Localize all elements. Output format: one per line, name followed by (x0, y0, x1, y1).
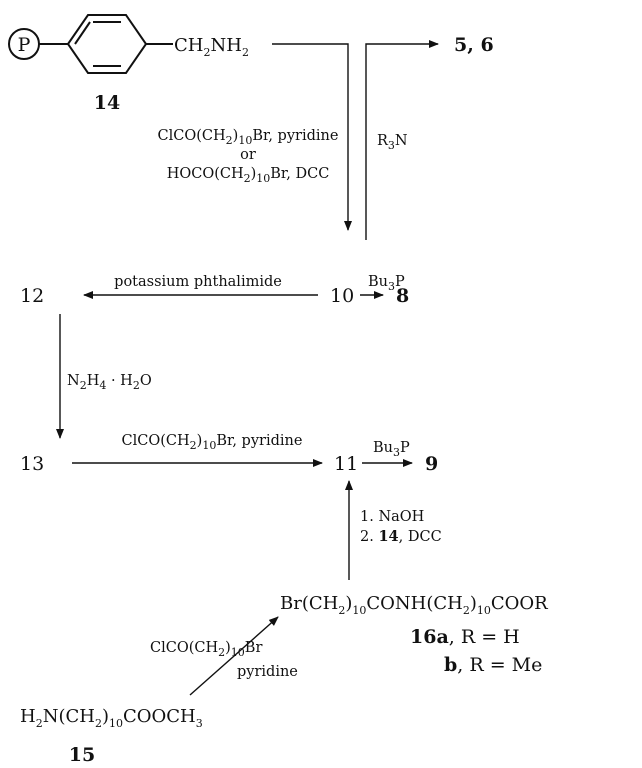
compound-16-formula: Br(CH2)10CONH(CH2)10COOR (280, 593, 548, 617)
compound-15-formula: H2N(CH2)10COOCH3 (20, 706, 203, 730)
arrow-14-to-10 (272, 43, 352, 231)
reagent-bu3p-top: Bu3P (368, 274, 405, 293)
compound-14-label: 14 (94, 92, 120, 114)
compound-9-label: 9 (425, 453, 438, 475)
compound-8-label: 8 (396, 285, 409, 307)
benzene-ring (66, 14, 173, 74)
reagent-acyl-chloride-2: ClCO(CH2)10Br, pyridine (122, 433, 303, 452)
reagent-step-2: 2. 14, DCC (360, 528, 442, 545)
reagent-bu3p-bottom: Bu3P (373, 440, 410, 459)
reagent-acyl-chloride: ClCO(CH2)10Br, pyridine (158, 128, 339, 147)
arrow-15-to-16 (189, 616, 279, 696)
reagent-step-1: 1. NaOH (360, 509, 424, 525)
compound-15-label: 15 (69, 744, 95, 766)
benzene-double-bond-3 (74, 21, 91, 45)
reagent-hydrazine: N2H4 · H2O (67, 373, 152, 392)
compound-10-label: 10 (330, 285, 354, 307)
compound-16a-label: 16a, R = H (410, 626, 520, 648)
compound-11-label: 11 (334, 453, 358, 475)
compound-16b-label: b, R = Me (444, 654, 542, 676)
aminomethyl-group: CH2NH2 (174, 35, 249, 59)
resin-label: P (18, 34, 31, 56)
reagent-pyridine: pyridine (237, 664, 298, 680)
reagent-or: or (240, 147, 256, 163)
resin-bead: P (8, 28, 68, 60)
reagent-acid-dcc: HOCO(CH2)10Br, DCC (167, 166, 330, 185)
reagent-phthalimide: potassium phthalimide (114, 274, 282, 290)
products-5-6: 5, 6 (454, 34, 494, 56)
reagent-trialkylamine: R3N (377, 133, 408, 152)
benzene-hexagon (66, 14, 148, 74)
compound-12-label: 12 (20, 285, 44, 307)
compound-13-label: 13 (20, 453, 44, 475)
arrow-10-to-5-6 (365, 40, 439, 240)
reagent-acyl-chloride-3: ClCO(CH2)10Br (150, 640, 262, 659)
